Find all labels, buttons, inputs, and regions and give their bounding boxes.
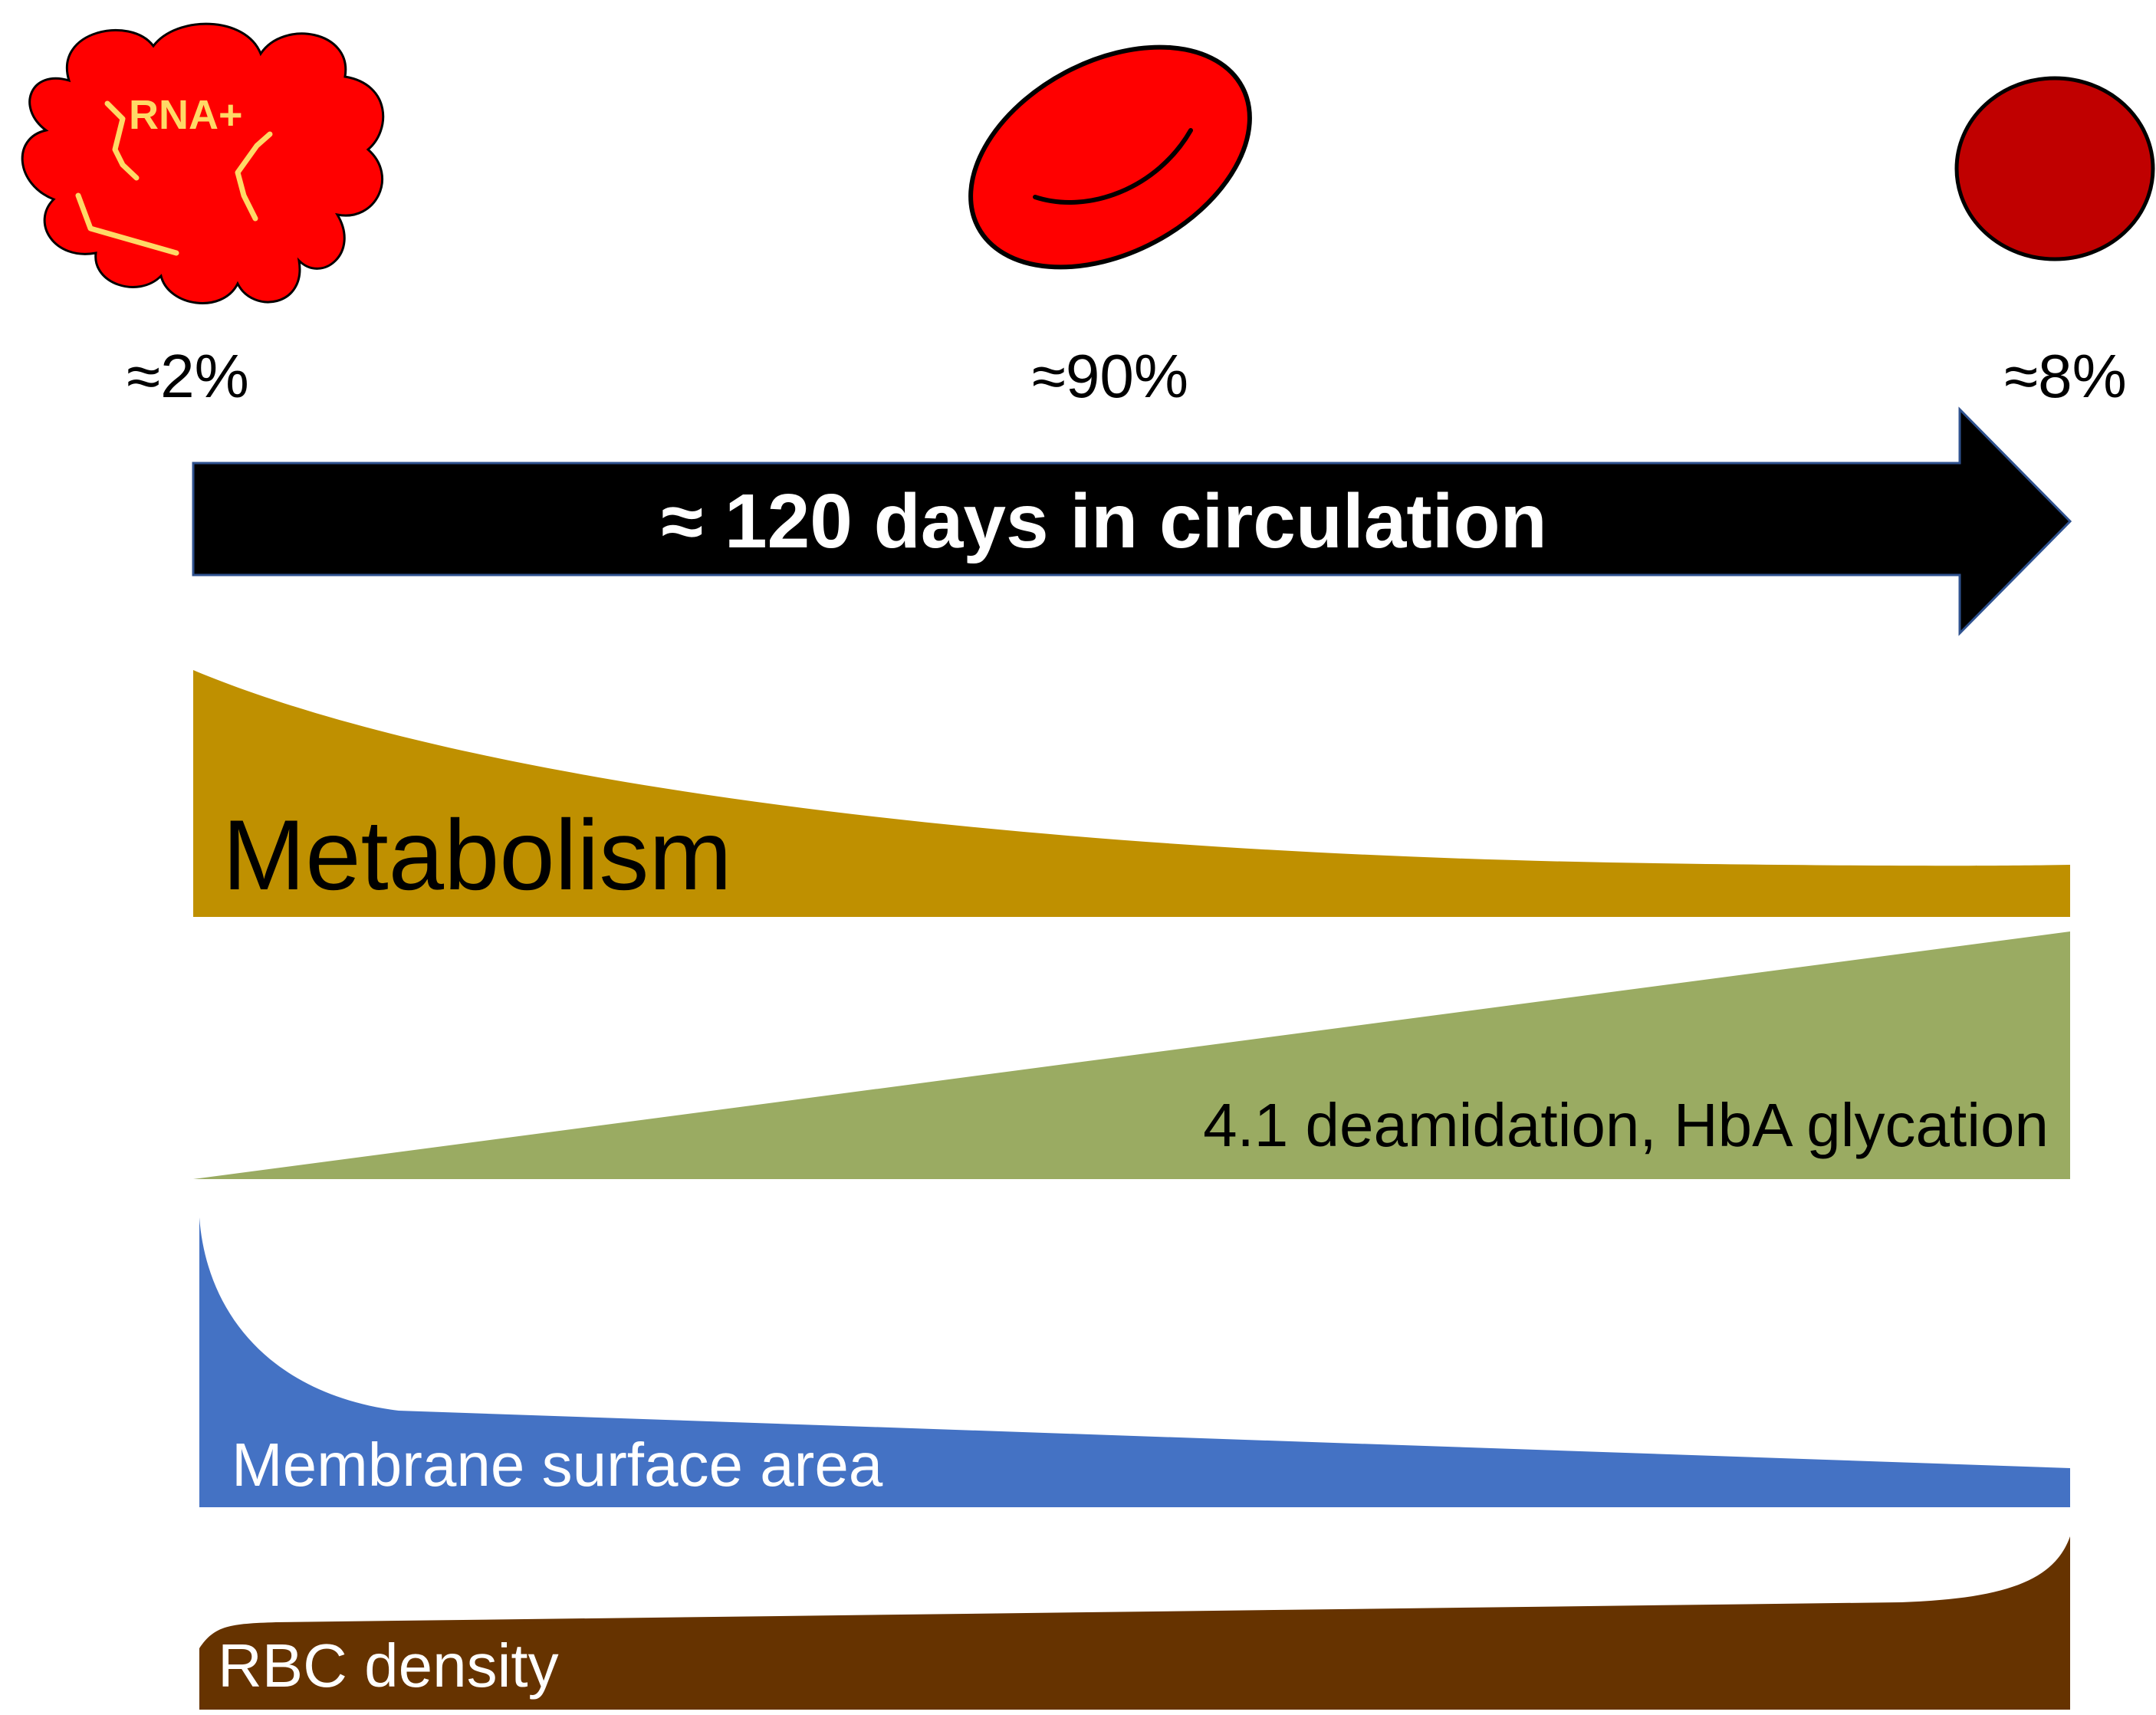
density-label: RBC density xyxy=(218,1631,559,1700)
metabolism-label: Metabolism xyxy=(222,799,732,911)
senescent-rbc-icon xyxy=(1954,76,2155,261)
membrane-shape xyxy=(199,1217,2070,1507)
deamidation-shape xyxy=(193,931,2070,1179)
rna-strands-icon xyxy=(75,100,273,256)
metabolism-band: Metabolism xyxy=(193,670,2070,917)
senescent-rbc-body xyxy=(1954,76,2155,261)
timeline-arrow-label: ≈ 120 days in circulation xyxy=(661,478,1546,564)
timeline-arrow-shape xyxy=(192,406,2072,636)
mature-rbc-crease xyxy=(1033,128,1193,205)
density-band: RBC density xyxy=(199,1536,2070,1710)
reticulocyte-cell-body xyxy=(21,22,385,304)
senescent-percent: ≈8% xyxy=(2004,342,2127,410)
rna-label: RNA+ xyxy=(129,92,243,138)
membrane-band: Membrane surface area xyxy=(199,1217,2070,1507)
timeline-arrow: ≈ 120 days in circulation xyxy=(192,406,2072,636)
mature-rbc-body xyxy=(968,44,1252,270)
membrane-label: Membrane surface area xyxy=(232,1431,883,1499)
reticulocyte-percent: ≈2% xyxy=(127,342,249,410)
density-shape xyxy=(199,1536,2070,1710)
deamidation-label: 4.1 deamidation, HbA glycation xyxy=(1203,1091,2049,1159)
reticulocyte-icon: RNA+ xyxy=(21,22,385,304)
mature-rbc-icon xyxy=(968,44,1252,270)
metabolism-shape xyxy=(193,670,2070,917)
mature-percent: ≈90% xyxy=(1032,342,1188,410)
deamidation-band: 4.1 deamidation, HbA glycation xyxy=(193,931,2070,1179)
